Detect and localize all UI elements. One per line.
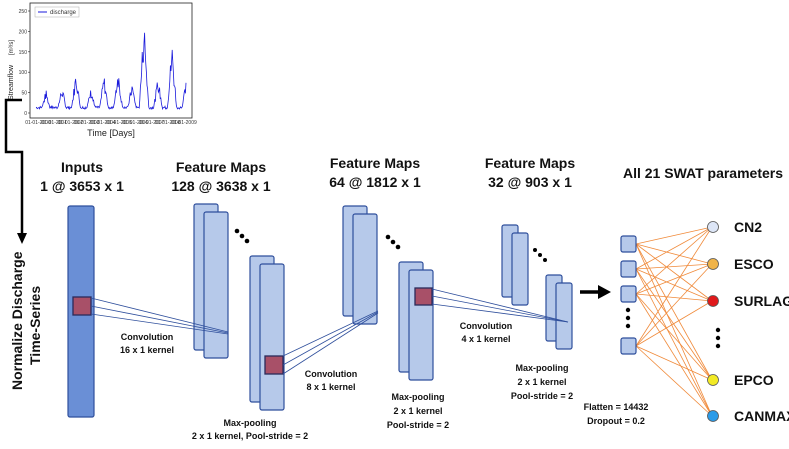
conv3-kernel: 4 x 1 kernel	[461, 334, 510, 344]
output-node	[708, 296, 719, 307]
fm1-ellipsis	[235, 229, 250, 244]
flatten-nodes	[621, 236, 636, 354]
fm3-dims: 32 @ 903 x 1	[488, 174, 572, 190]
side-label-line1: Normalize Discharge	[9, 251, 25, 390]
plot-x-tick-label: 01-01-2009	[171, 120, 197, 126]
plot-y-unit: [m³/s]	[9, 40, 15, 55]
conv2-label: Convolution	[305, 369, 358, 379]
dense-edge	[636, 294, 712, 301]
dense-edge	[636, 227, 712, 346]
plot-frame	[30, 3, 192, 118]
input-kernel	[73, 297, 91, 315]
pool1-label: Max-pooling	[224, 418, 277, 428]
fm2-map-front	[353, 214, 377, 324]
streamflow-plot: 0 50 100 150 200 250 01-01-200001-01-200101-0…	[8, 3, 197, 138]
flatten-node	[621, 286, 636, 302]
dense-connections	[636, 227, 712, 416]
fm1-title: Feature Maps	[176, 159, 266, 175]
fm1-map-front	[204, 212, 228, 358]
conv1-label: Convolution	[121, 332, 174, 342]
flatten-arrow	[580, 285, 611, 299]
pool2-kernel-label: 2 x 1 kernel	[393, 406, 442, 416]
output-ellipsis	[716, 328, 720, 348]
plot-connector-arrow	[6, 100, 27, 244]
flatten-node	[621, 338, 636, 354]
plot-y-tick-label: 250	[19, 9, 28, 15]
output-label: EPCO	[734, 372, 774, 388]
pool1-map-front	[260, 264, 284, 410]
pool3-kernel-label: 2 x 1 kernel	[517, 377, 566, 387]
output-node	[708, 222, 719, 233]
dense-edge	[636, 294, 712, 380]
fm3-title: Feature Maps	[485, 155, 575, 171]
dense-edge	[636, 244, 712, 301]
output-label: ESCO	[734, 256, 774, 272]
plot-y-tick-label: 150	[19, 50, 28, 56]
inputs-title: Inputs	[61, 159, 103, 175]
conv2-kernel: 8 x 1 kernel	[306, 382, 355, 392]
pool2-label: Max-pooling	[392, 392, 445, 402]
pool2-map-front	[409, 270, 433, 380]
dense-edge	[636, 264, 712, 346]
conv1-kernel: 16 x 1 kernel	[120, 345, 174, 355]
output-label: CANMAX	[734, 408, 789, 424]
plot-x-label: Time [Days]	[87, 128, 135, 138]
dropout-label: Dropout = 0.2	[587, 416, 645, 426]
flatten-label: Flatten = 14432	[584, 402, 649, 412]
plot-y-tick-label: 0	[24, 111, 27, 117]
pool2-stride-label: Pool-stride = 2	[387, 420, 449, 430]
pool3-label: Max-pooling	[516, 363, 569, 373]
flatten-ellipsis	[626, 308, 630, 328]
pool1-kernel-label: 2 x 1 kernel, Pool-stride = 2	[192, 431, 308, 441]
params-title: All 21 SWAT parameters	[623, 165, 783, 181]
fm3-map-front	[512, 233, 528, 305]
output-node	[708, 375, 719, 386]
output-node	[708, 259, 719, 270]
flatten-node	[621, 236, 636, 252]
dense-edge	[636, 244, 712, 416]
fm3-ellipsis	[533, 248, 547, 262]
plot-y-tick-label: 50	[21, 91, 27, 97]
output-label: CN2	[734, 219, 762, 235]
dense-edge	[636, 227, 712, 244]
pool3-map-front	[556, 283, 572, 349]
fm1-dims: 128 @ 3638 x 1	[171, 178, 270, 194]
fm2-dims: 64 @ 1812 x 1	[329, 174, 421, 190]
fm2-ellipsis	[386, 235, 401, 250]
inputs-dims: 1 @ 3653 x 1	[40, 178, 124, 194]
dense-edge	[636, 301, 712, 346]
pool1-kernel	[265, 356, 283, 374]
dense-edge	[636, 227, 712, 269]
side-label-line2: Time-Series	[27, 286, 43, 365]
plot-x-ticks: 01-01-200001-01-200101-01-200201-01-2003…	[25, 120, 197, 126]
output-label: SURLAG	[734, 293, 789, 309]
plot-y-tick-label: 100	[19, 70, 28, 76]
plot-y-label: Streamflow	[8, 64, 15, 100]
plot-legend-label: discharge	[50, 10, 77, 16]
dense-edge	[636, 227, 712, 294]
pool3-stride-label: Pool-stride = 2	[511, 391, 573, 401]
conv3-label: Convolution	[460, 321, 513, 331]
fm2-kernel	[415, 288, 432, 305]
flatten-node	[621, 261, 636, 277]
dense-edge	[636, 269, 712, 416]
output-node	[708, 411, 719, 422]
plot-y-tick-label: 200	[19, 29, 28, 35]
fm2-title: Feature Maps	[330, 155, 420, 171]
